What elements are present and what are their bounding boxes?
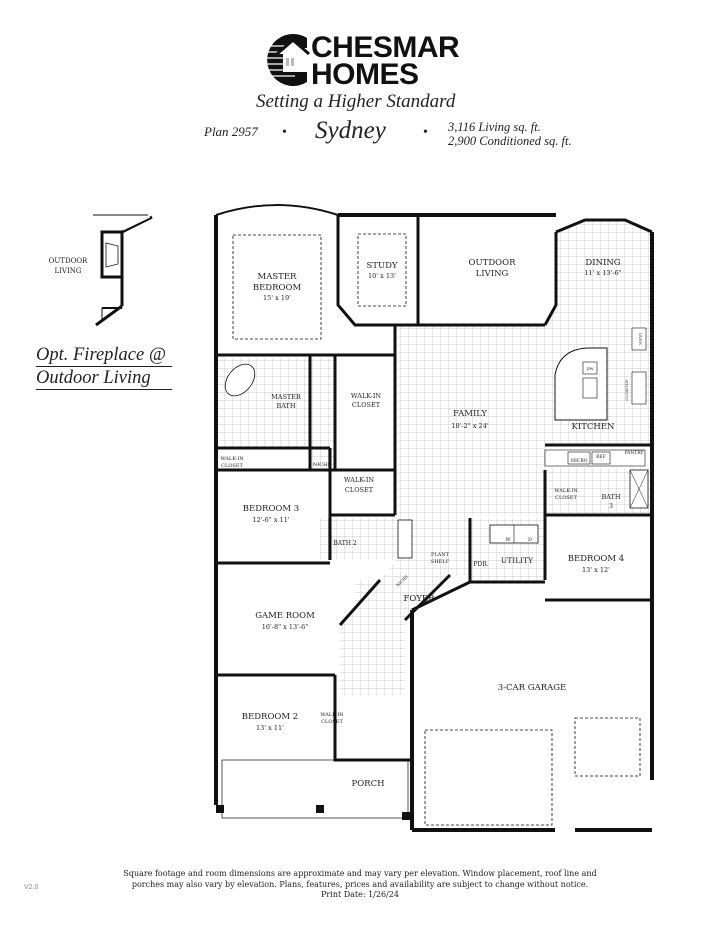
niche-label: NICHE: [313, 462, 332, 468]
version-label: V2.0: [24, 884, 39, 891]
bath2-label: BATH 2: [333, 540, 357, 547]
svg-text:BATH: BATH: [276, 402, 295, 410]
bedroom3-label: BEDROOM 3: [243, 504, 299, 514]
oven-label: OVEN: [638, 333, 643, 346]
kitchen-island: [554, 347, 608, 421]
appliance-labels: OVEN COOKTOP DW MICRO REF PANTRY: [571, 333, 645, 464]
master-bedroom-dims: 15' x 19': [263, 294, 291, 302]
sink-icon: [582, 377, 598, 399]
disclaimer-line1: Square footage and room dimensions are a…: [123, 869, 597, 878]
brand-name-line1: CHESMAR: [311, 31, 460, 64]
refrigerator-label: REF: [596, 454, 606, 460]
interior-walls: [216, 215, 652, 762]
svg-text:CLOSET: CLOSET: [221, 463, 243, 469]
game-room-label: GAME ROOM: [255, 611, 315, 621]
tagline: Setting a Higher Standard: [256, 91, 456, 112]
utility-label: UTILITY: [501, 556, 534, 565]
outdoor-living-label: OUTDOOR: [469, 258, 517, 268]
separator-bullet: •: [282, 125, 287, 140]
svg-text:3: 3: [609, 503, 613, 510]
walk-in-closet-label: WALK-IN: [320, 712, 344, 718]
house-c-logo-icon: [256, 34, 310, 86]
inset-room-label: LIVING: [55, 267, 82, 275]
room-outlines: [232, 233, 641, 826]
svg-text:D: D: [528, 537, 532, 543]
powder-label: PDR.: [473, 561, 488, 568]
option-note-line2: Outdoor Living: [36, 367, 172, 390]
disclaimer: Square footage and room dimensions are a…: [100, 869, 620, 901]
porch-label: PORCH: [351, 779, 384, 789]
bathtub-icon: [224, 363, 256, 397]
bath3-label: BATH: [601, 493, 620, 501]
floor-plan: MASTER BEDROOM 15' x 19' STUDY 10' x 13'…: [214, 203, 654, 832]
study-dims: 10' x 13': [368, 272, 396, 280]
study-label: STUDY: [366, 261, 397, 271]
family-dims: 18'-2" x 24': [451, 422, 488, 430]
bedroom2-dims: 13' x 11': [256, 724, 284, 732]
svg-text:W: W: [505, 537, 511, 543]
walk-in-closet-label: WALK-IN: [344, 476, 375, 484]
square-footage: 3,116 Living sq. ft. 2,900 Conditioned s…: [448, 120, 572, 148]
dining-label: DINING: [585, 258, 620, 268]
svg-text:CLOSET: CLOSET: [352, 401, 381, 409]
living-sqft: 3,116 Living sq. ft.: [448, 120, 541, 134]
svg-text:SHELF: SHELF: [431, 559, 450, 565]
cooktop-label: COOKTOP: [624, 379, 629, 401]
room-labels: MASTER BEDROOM 15' x 19' STUDY 10' x 13'…: [220, 258, 624, 789]
svg-text:CLOSET: CLOSET: [321, 719, 343, 725]
chesmar-homes-logo: CHESMAR HOMES: [255, 32, 475, 90]
walk-in-closet-label: WALK-IN: [554, 488, 578, 494]
disclaimer-line2: porches may also vary by elevation. Plan…: [131, 879, 589, 889]
walk-in-closet-label: WALK-IN: [220, 456, 244, 462]
option-note-line1: Opt. Fireplace @: [36, 344, 172, 367]
foyer-label: FOYER: [403, 594, 435, 604]
svg-text:LIVING: LIVING: [476, 269, 509, 279]
microwave-label: MICRO: [571, 458, 588, 464]
dining-dims: 11' x 13'-6": [584, 269, 621, 277]
fireplace-icon: [100, 230, 124, 279]
family-label: FAMILY: [453, 409, 487, 419]
pantry-label: PANTRY: [624, 450, 644, 456]
svg-text:BEDROOM: BEDROOM: [253, 283, 302, 293]
option-note: Opt. Fireplace @ Outdoor Living: [36, 344, 172, 390]
dishwasher-label: DW: [586, 366, 594, 371]
brand-name-line2: HOMES: [311, 58, 419, 91]
garage-label: 3-CAR GARAGE: [498, 683, 567, 693]
plan-number: Plan 2957: [204, 124, 258, 139]
bedroom2-label: BEDROOM 2: [242, 712, 298, 722]
bedroom3-dims: 12'-6" x 11': [252, 516, 289, 524]
svg-text:CLOSET: CLOSET: [555, 495, 577, 501]
plant-shelf-label: PLANT: [431, 552, 450, 558]
bedroom4-dims: 13' x 12': [582, 566, 610, 574]
master-bedroom-label: MASTER: [258, 272, 298, 282]
game-room-dims: 16'-8" x 13'-6": [262, 623, 309, 631]
inset-room-label: OUTDOOR: [49, 257, 88, 265]
separator-bullet: •: [423, 125, 428, 140]
master-bath-label: MASTER: [271, 393, 302, 401]
svg-text:CLOSET: CLOSET: [345, 486, 374, 494]
conditioned-sqft: 2,900 Conditioned sq. ft.: [448, 134, 572, 148]
optional-fireplace-inset: OUTDOOR LIVING: [49, 214, 153, 327]
print-date: Print Date: 1/26/24: [321, 890, 399, 899]
cooktop-icon: [631, 371, 647, 405]
exterior-walls: [214, 213, 654, 832]
walk-in-closet-label: WALK-IN: [351, 392, 382, 400]
kitchen-label: KITCHEN: [572, 422, 615, 432]
plan-name: Sydney: [315, 117, 386, 144]
tiled-floor-areas: [218, 220, 652, 695]
bedroom4-label: BEDROOM 4: [568, 554, 624, 564]
